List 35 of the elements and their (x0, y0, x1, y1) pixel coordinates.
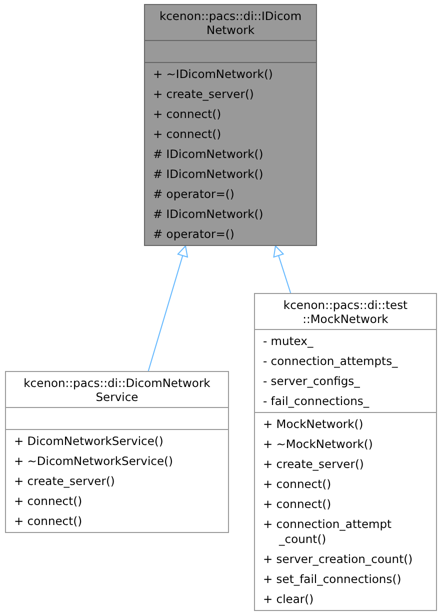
class-member: + MockNetwork() (262, 416, 364, 432)
class-member: - mutex_ (262, 332, 314, 350)
class-member: + ~MockNetwork() (262, 436, 374, 452)
class-member: + connect() (152, 126, 222, 142)
class-box (5, 371, 229, 533)
class-member: + connection_attempt _count() (262, 516, 393, 548)
class-member: # operator=() (152, 186, 236, 202)
class-member: + create_server() (13, 472, 116, 490)
inheritance-arrow (273, 246, 292, 294)
class-member: + connect() (262, 476, 332, 492)
class-member: + ~IDicomNetwork() (152, 66, 274, 82)
class-member: + create_server() (262, 456, 365, 473)
class-member: + connect() (152, 106, 222, 122)
class-member: # IDicomNetwork() (152, 206, 264, 222)
class-member: + connect() (262, 496, 332, 512)
class-name: kcenon::pacs::di::IDicom Network (145, 5, 316, 41)
class-name: kcenon::pacs::di::DicomNetwork Service (6, 372, 228, 408)
class-member: + create_server() (152, 86, 255, 103)
class-member: + server_creation_count() (262, 550, 414, 568)
class-member: + ~DicomNetworkService() (13, 452, 174, 470)
class-member: # operator=() (152, 226, 236, 242)
class-member: + connect() (13, 492, 84, 510)
class-member: + set_fail_connections() (262, 570, 402, 588)
class-member: - fail_connections_ (262, 392, 370, 410)
class-member: - connection_attempts_ (262, 352, 399, 370)
class-member: + DicomNetworkService() (13, 432, 164, 450)
class-box (254, 293, 437, 611)
class-member: # IDicomNetwork() (152, 166, 264, 182)
class-box (144, 4, 317, 246)
class-member: - server_configs_ (262, 372, 361, 390)
inheritance-arrow (148, 246, 188, 372)
class-name: kcenon::pacs::di::test ::MockNetwork (255, 294, 436, 330)
class-member: + clear() (262, 590, 315, 608)
class-member: # IDicomNetwork() (152, 146, 264, 162)
class-member: + connect() (13, 512, 84, 530)
